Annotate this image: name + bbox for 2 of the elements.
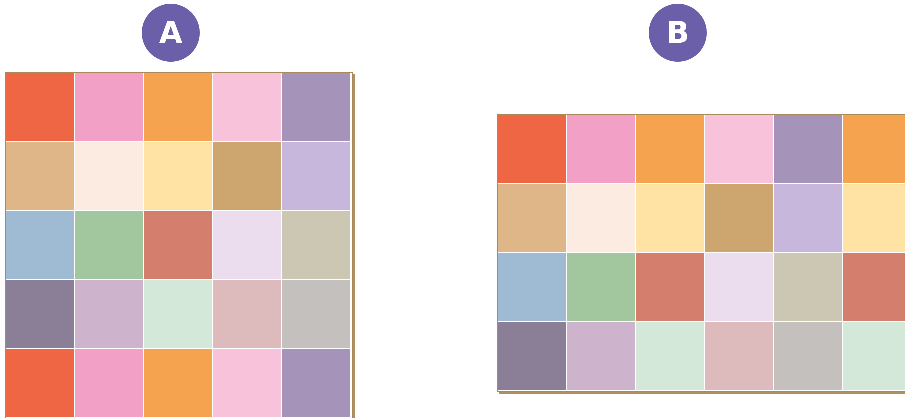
letter-badge: B [649,4,707,62]
letter-badge: A [142,4,200,62]
